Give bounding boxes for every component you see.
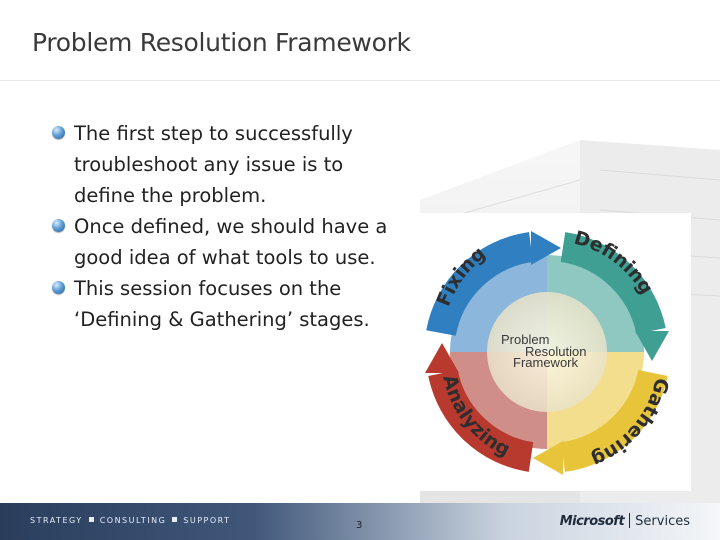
center-label-line-3: Framework bbox=[513, 355, 579, 370]
bullet-item: Once defined, we should have a good idea… bbox=[52, 211, 402, 273]
arrow-analyzing bbox=[428, 369, 534, 472]
bullet-orb-icon bbox=[52, 281, 65, 294]
bullet-text: This session focuses on the ‘Defining & … bbox=[74, 277, 370, 331]
bullet-orb-icon bbox=[52, 219, 65, 232]
slide-title: Problem Resolution Framework bbox=[32, 28, 411, 57]
arrowhead-fixing bbox=[531, 231, 561, 265]
arrow-gathering bbox=[560, 369, 668, 472]
bullet-text: The first step to successfully troublesh… bbox=[74, 122, 353, 207]
page-number: 3 bbox=[356, 520, 363, 531]
arrowhead-analyzing bbox=[425, 343, 459, 373]
footer-nav-item: CONSULTING bbox=[99, 516, 167, 525]
brand-suffix: Services bbox=[635, 514, 690, 529]
footer-nav-separator bbox=[88, 517, 94, 522]
brand-name: Microsoft bbox=[559, 514, 625, 529]
microsoft-services-logo: Microsoft Services bbox=[560, 513, 690, 529]
bullet-list: The first step to successfully troublesh… bbox=[52, 118, 402, 335]
framework-diagram: Defining Gathering Analyzing Fixing Prob… bbox=[403, 213, 691, 491]
footer-bar: STRATEGY CONSULTING SUPPORT 3 Microsoft Ser… bbox=[0, 503, 720, 540]
arrow-fixing bbox=[426, 232, 534, 337]
arrowhead-gathering bbox=[533, 441, 563, 475]
arrow-defining bbox=[560, 232, 666, 335]
arrowhead-defining bbox=[635, 331, 669, 361]
bullet-orb-icon bbox=[52, 126, 65, 139]
footer-nav-item: SUPPORT bbox=[183, 516, 231, 525]
footer-nav-separator bbox=[172, 517, 178, 522]
footer-nav-item: STRATEGY bbox=[30, 516, 83, 525]
footer-nav: STRATEGY CONSULTING SUPPORT bbox=[30, 516, 231, 525]
bullet-item: The first step to successfully troublesh… bbox=[52, 118, 402, 211]
bullet-text: Once defined, we should have a good idea… bbox=[74, 215, 388, 269]
title-divider bbox=[0, 80, 720, 81]
bullet-item: This session focuses on the ‘Defining & … bbox=[52, 273, 402, 335]
center-label-line-1: Problem bbox=[501, 332, 549, 347]
brand-divider bbox=[629, 513, 631, 528]
center-label-line-2: Resolution bbox=[525, 344, 586, 359]
framework-diagram-svg: Defining Gathering Analyzing Fixing Prob… bbox=[403, 213, 691, 491]
